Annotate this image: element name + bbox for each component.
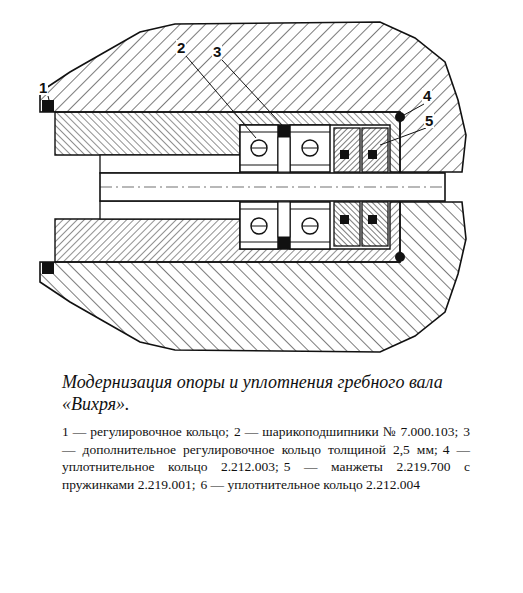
shaft: [100, 173, 445, 201]
upper-half: [40, 22, 466, 173]
caption: Модернизация опоры и уплотнения гребного…: [62, 372, 470, 415]
lower-half: [40, 201, 466, 352]
callout-number: 4: [422, 88, 432, 103]
leader-lines: [48, 56, 426, 145]
callout-number: 1: [38, 80, 48, 95]
axis-line: [100, 187, 445, 188]
shaft-support-drawing: [0, 0, 523, 370]
callout-number: 5: [424, 113, 434, 128]
parts-key: 1 — регулировочное кольцо; 2 — шарикоподш…: [62, 423, 470, 493]
key-entry: 2 — шарикоподшипники № 7.000.103;: [234, 424, 458, 439]
leader-line: [380, 128, 426, 145]
callout-number: 2: [176, 40, 186, 55]
leader-line: [404, 104, 424, 115]
leader-line: [186, 56, 256, 138]
key-entry: 1 — регулировочное кольцо;: [62, 424, 229, 439]
callout-number: 3: [212, 44, 222, 59]
caption-block: Модернизация опоры и уплотнения гребного…: [62, 372, 470, 493]
leader-line: [222, 60, 283, 126]
key-entry: 6 — уплотнительное кольцо 2.212.004: [200, 477, 420, 492]
leader-line: [48, 96, 49, 100]
